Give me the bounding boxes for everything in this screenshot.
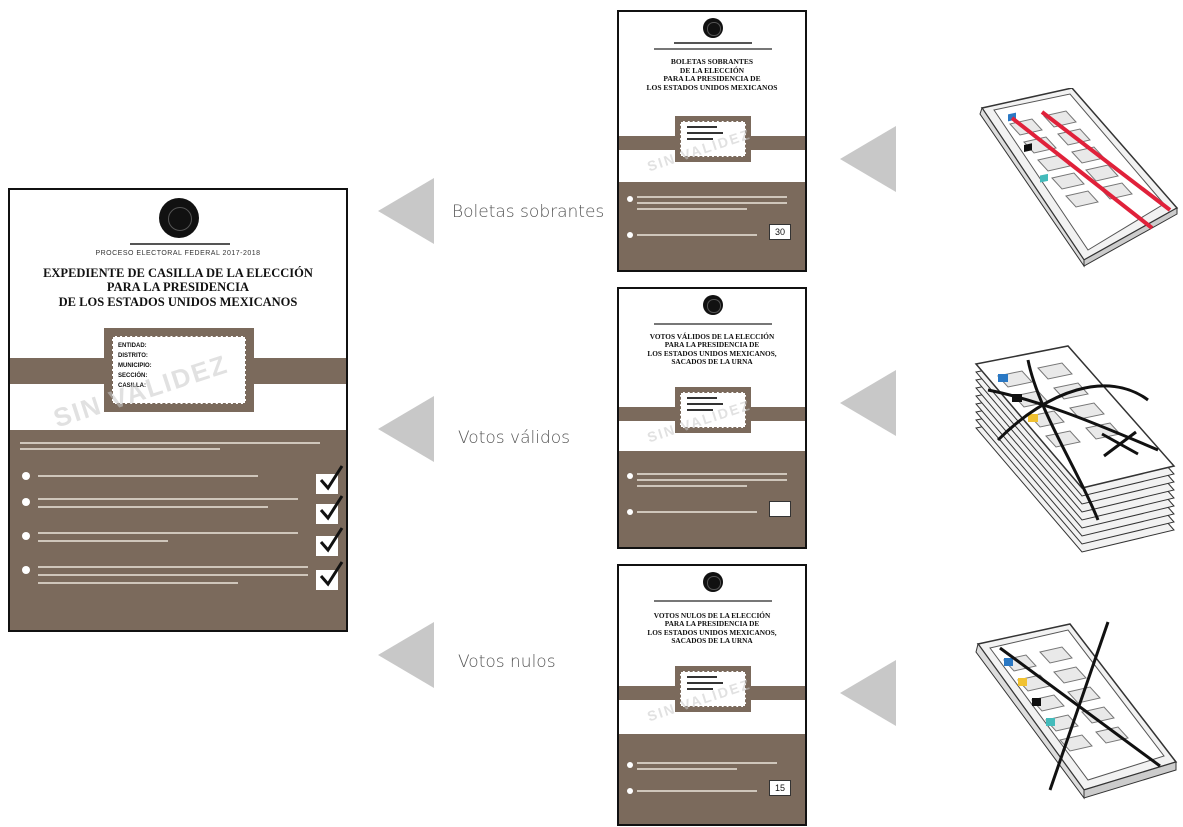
process-caption: PROCESO ELECTORAL FEDERAL 2017-2018	[95, 250, 261, 257]
arrow-left-icon	[840, 370, 896, 436]
title-line: LOS ESTADOS UNIDOS MEXICANOS,	[647, 348, 777, 358]
category-label: Votos nulos	[458, 652, 556, 672]
valid-votes-stack	[974, 345, 1176, 553]
ine-seal-icon	[159, 198, 199, 238]
count-field: 15	[769, 780, 791, 796]
address-label: ENTIDAD: DISTRITO: MUNICIPIO: SECCIÓN: C…	[104, 328, 254, 412]
arrow-left-icon	[378, 622, 434, 688]
envelope-null-votes: VOTOS NULOS DE LA ELECCIÓN PARA LA PRESI…	[617, 564, 807, 826]
field-label: DISTRITO:	[118, 353, 148, 359]
checkmark-icon	[316, 465, 344, 494]
title-line: PARA LA PRESIDENCIA	[106, 280, 250, 295]
title-line: VOTOS VÁLIDOS DE LA ELECCIÓN	[649, 332, 775, 341]
address-label-inner: ENTIDAD: DISTRITO: MUNICIPIO: SECCIÓN: C…	[112, 336, 246, 404]
main-envelope-title: EXPEDIENTE DE CASILLA DE LA ELECCIÓN PAR…	[10, 266, 346, 309]
category-label: Votos válidos	[458, 428, 571, 448]
category-label: Boletas sobrantes	[452, 202, 605, 222]
leftover-ballot-pad	[979, 88, 1179, 268]
title-line: PARA LA PRESIDENCIA DE	[663, 74, 761, 84]
envelope-title: VOTOS NULOS DE LA ELECCIÓN PARA LA PRESI…	[619, 611, 805, 646]
address-label	[675, 666, 751, 712]
main-case-envelope: PROCESO ELECTORAL FEDERAL 2017-2018 EXPE…	[8, 188, 348, 632]
address-label	[675, 116, 751, 162]
arrow-left-icon	[378, 396, 434, 462]
title-line: DE LA ELECCIÓN	[679, 65, 745, 75]
count-field: 30	[769, 224, 791, 240]
count-field	[769, 501, 791, 517]
envelope-leftover-ballots: BOLETAS SOBRANTES DE LA ELECCIÓN PARA LA…	[617, 10, 807, 272]
title-line: EXPEDIENTE DE CASILLA DE LA ELECCIÓN	[43, 266, 313, 280]
arrow-left-icon	[840, 126, 896, 192]
envelope-valid-votes: VOTOS VÁLIDOS DE LA ELECCIÓN PARA LA PRE…	[617, 287, 807, 549]
checkmark-icon	[316, 561, 344, 590]
envelope-title: BOLETAS SOBRANTES DE LA ELECCIÓN PARA LA…	[619, 57, 805, 93]
address-label	[675, 387, 751, 433]
envelope-title: VOTOS VÁLIDOS DE LA ELECCIÓN PARA LA PRE…	[619, 332, 805, 367]
ine-seal-icon	[703, 572, 723, 592]
title-line: LOS ESTADOS UNIDOS MEXICANOS,	[647, 627, 777, 637]
checkmark-icon	[316, 527, 344, 556]
title-line: BOLETAS SOBRANTES	[670, 57, 754, 66]
field-label: MUNICIPIO:	[118, 363, 152, 369]
title-line: DE LOS ESTADOS UNIDOS MEXICANOS	[58, 294, 298, 309]
arrow-left-icon	[840, 660, 896, 726]
title-line: PARA LA PRESIDENCIA DE	[664, 619, 760, 629]
title-line: SACADOS DE LA URNA	[671, 636, 753, 646]
title-line: PARA LA PRESIDENCIA DE	[664, 340, 760, 350]
instructions-panel	[10, 430, 346, 630]
field-label: CASILLA:	[118, 383, 146, 389]
institute-caption	[130, 242, 230, 246]
null-votes-pad	[975, 621, 1178, 800]
ine-seal-icon	[703, 295, 723, 315]
arrow-left-icon	[378, 178, 434, 244]
title-line: VOTOS NULOS DE LA ELECCIÓN	[653, 611, 771, 620]
title-line: LOS ESTADOS UNIDOS MEXICANOS	[646, 82, 778, 92]
ine-seal-icon	[703, 18, 723, 38]
field-label: SECCIÓN:	[118, 373, 148, 379]
field-label: ENTIDAD:	[118, 343, 147, 349]
checkmark-icon	[316, 495, 344, 524]
title-line: SACADOS DE LA URNA	[671, 357, 753, 367]
